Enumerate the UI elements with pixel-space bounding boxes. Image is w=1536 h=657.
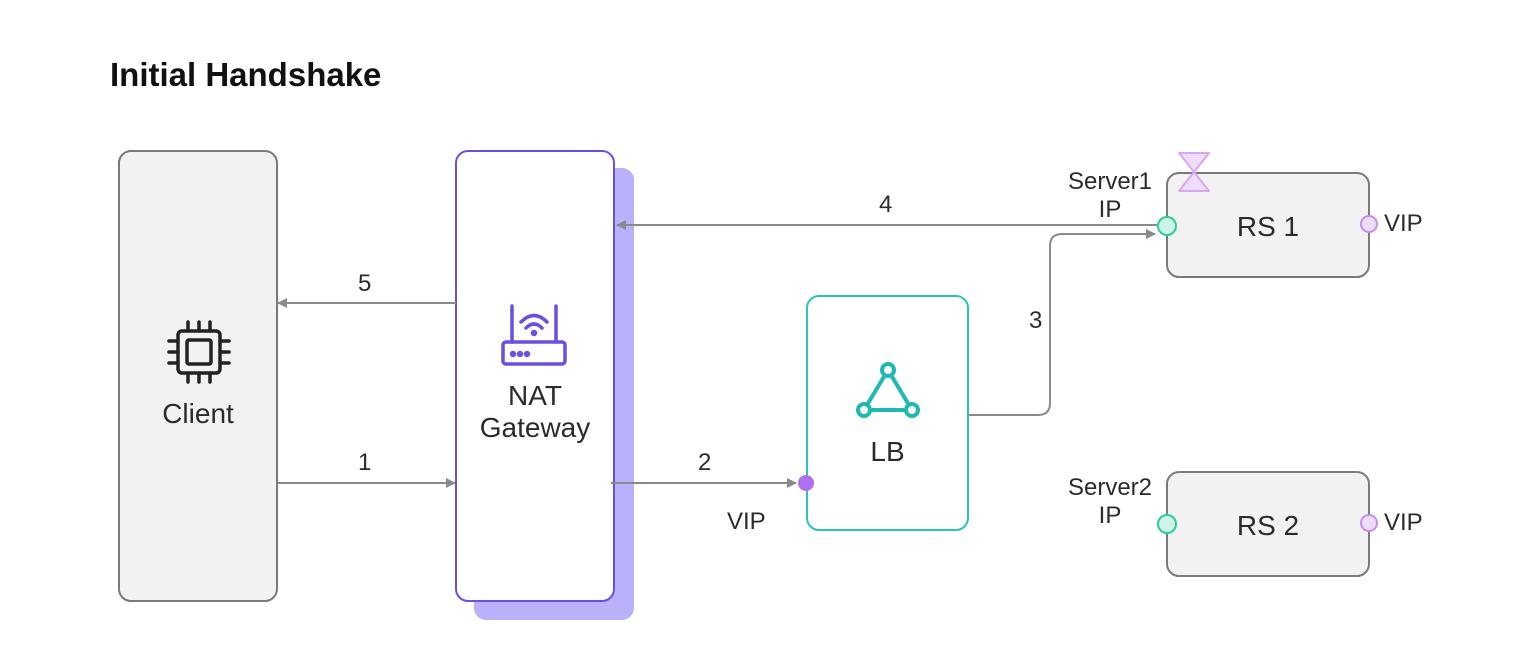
rs1-vip-port <box>1360 215 1378 233</box>
rs2-vip-port <box>1360 514 1378 532</box>
rs2-label: RS 2 <box>1236 510 1300 541</box>
rs1-ip-label-line2: IP <box>1098 195 1122 223</box>
hourglass-icon <box>1178 152 1210 192</box>
lb-vip-port <box>798 475 814 491</box>
arrow-4-label: 4 <box>879 191 893 218</box>
arrow-1-label: 1 <box>358 449 372 476</box>
arrow-5-label: 5 <box>358 270 372 297</box>
wifi-router-icon <box>501 304 567 366</box>
lb-label: LB <box>870 436 905 467</box>
nat-gateway-label-line2: Gateway <box>479 412 591 444</box>
cpu-chip-icon <box>167 320 231 384</box>
rs1-label: RS 1 <box>1236 211 1300 242</box>
arrow-2-label: 2 <box>698 449 712 476</box>
rs1-ip-label-line1: Server1 <box>1067 168 1153 195</box>
diagram-title: Initial Handshake <box>110 56 382 93</box>
rs2-ip-port <box>1157 514 1177 534</box>
rs2-ip-label-line2: IP <box>1098 501 1122 529</box>
nat-gateway-label: NAT Gateway <box>456 380 614 444</box>
rs2-ip-label: Server2 IP <box>1060 474 1160 529</box>
arrow-3-label: 3 <box>1029 307 1043 334</box>
rs1-ip-label: Server1 IP <box>1060 168 1160 223</box>
client-label: Client <box>162 398 234 429</box>
nat-gateway-label-line1: NAT <box>508 380 562 411</box>
arrow-3 <box>969 229 1156 416</box>
lb-vip-label: VIP <box>727 508 766 535</box>
rs1-vip-label: VIP <box>1384 210 1423 237</box>
rs1-ip-port <box>1157 216 1177 236</box>
lb-node[interactable] <box>806 295 969 531</box>
load-balancer-triangle-icon <box>856 362 920 418</box>
rs2-ip-label-line1: Server2 <box>1067 474 1153 501</box>
rs2-vip-label: VIP <box>1384 509 1423 536</box>
nat-gateway-node[interactable] <box>455 150 615 602</box>
